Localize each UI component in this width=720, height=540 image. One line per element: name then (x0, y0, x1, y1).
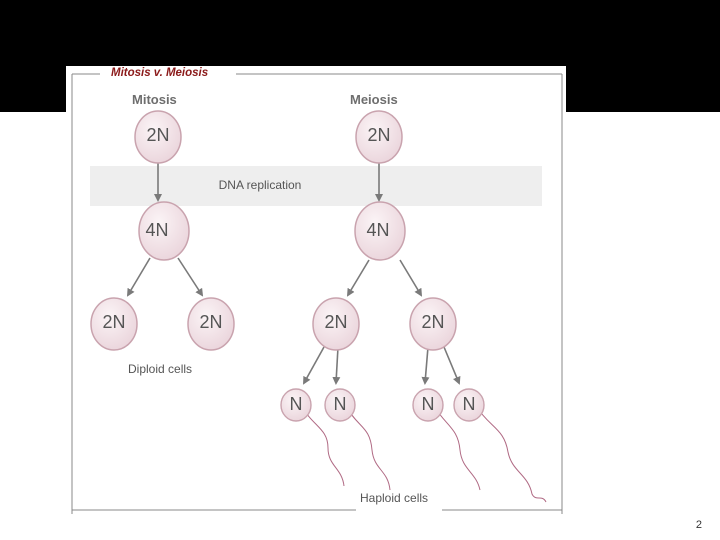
gamete-3-head (412, 388, 444, 422)
mitosis-heading: Mitosis (132, 92, 177, 107)
gamete-2 (324, 388, 391, 491)
mitosis-parent-cell (134, 110, 182, 164)
gamete-label-4: N (462, 394, 476, 414)
meiosis-daughter-label-1: 2N (324, 312, 348, 332)
gamete-1-tail (301, 405, 345, 487)
gamete-2-tail (345, 405, 391, 491)
mitosis-daughter-label-1: 2N (102, 312, 126, 332)
arrow-mitosis-right (177, 257, 204, 297)
meiosis-heading: Meiosis (350, 92, 398, 107)
diploid-caption: Diploid cells (128, 362, 193, 376)
arrow-meiosis-left (346, 259, 370, 297)
gamete-label-3: N (421, 394, 435, 414)
arrow-meiosis2-d (443, 346, 461, 385)
gamete-4-tail (475, 405, 547, 503)
gamete-4 (453, 388, 547, 503)
meiosis-parent-label: 2N (367, 125, 391, 145)
arrow-meiosis2-a (303, 346, 325, 385)
figure-title: Mitosis v. Meiosis (107, 67, 213, 79)
gamete-3 (412, 388, 481, 491)
mitosis-daughter-cell-2 (187, 297, 235, 351)
gamete-label-2: N (333, 394, 347, 414)
mitosis-daughter-cell-1 (90, 297, 138, 351)
mitosis-parent-label: 2N (146, 125, 170, 145)
page-number: 2 (695, 519, 702, 531)
mitosis-meiosis-figure: Mitosis v. Meiosis Mitosis Meiosis DNA r… (66, 66, 566, 514)
gamete-3-tail (433, 405, 481, 491)
gamete-1-head (280, 388, 312, 422)
dna-replication-band (90, 166, 542, 206)
arrow-meiosis2-b (332, 346, 341, 385)
meiosis-daughter-cell-2 (409, 297, 457, 351)
haploid-caption: Haploid cells (360, 491, 429, 505)
meiosis-daughter-label-2: 2N (421, 312, 445, 332)
arrow-meiosis2-c (421, 346, 430, 385)
meiosis-daughter-cell-1 (312, 297, 360, 351)
diagram-canvas (71, 73, 563, 514)
gamete-4-head (453, 388, 485, 422)
meiosis-replicated-label: 4N (366, 220, 390, 240)
mitosis-replicated-label: 4N (145, 220, 169, 240)
gamete-1 (280, 388, 345, 487)
arrow-meiosis-right (399, 259, 423, 297)
dna-replication-label: DNA replication (218, 178, 302, 192)
gamete-2-head (324, 388, 356, 422)
arrow-mitosis-left (126, 257, 151, 297)
mitosis-daughter-label-2: 2N (199, 312, 223, 332)
mitosis-replicated-cell (138, 201, 190, 261)
gamete-label-1: N (289, 394, 303, 414)
meiosis-replicated-cell (354, 201, 406, 261)
meiosis-parent-cell (355, 110, 403, 164)
